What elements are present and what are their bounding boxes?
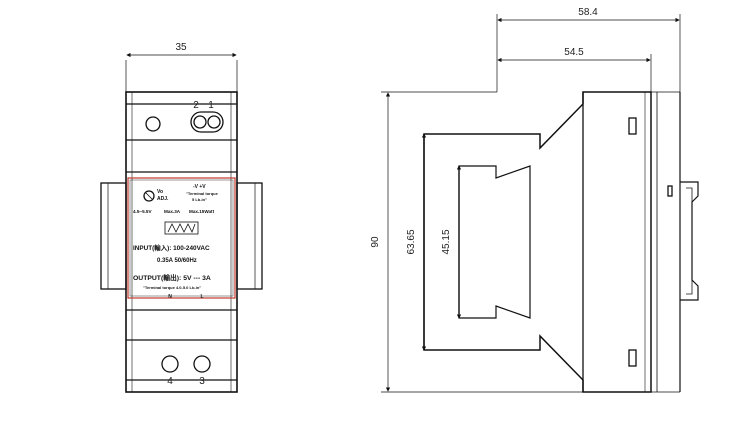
front-width-dim: 35: [175, 42, 187, 53]
torque-note-2: 5 Lb-in": [192, 197, 207, 202]
max-current-text: Max.3A: [164, 209, 181, 214]
side-view: 58.4 54.5 90 63.65 45.15: [370, 7, 699, 393]
vent-slot-top: [628, 117, 637, 135]
side-inner-step: [458, 165, 531, 319]
dim-inner-height: 45.15: [441, 229, 452, 254]
vo-range-text: 4.5~5.5V: [133, 209, 152, 214]
clip-latch: [667, 185, 673, 197]
torque-note-1: "Terminal torque: [186, 191, 219, 196]
brand-logo: [164, 221, 199, 235]
front-view: 35 2 1 4 3: [100, 42, 263, 393]
terminal-4-screw: [161, 355, 179, 373]
din-rail-left: [100, 182, 127, 290]
l-label: L: [200, 294, 203, 300]
dim-height: 90: [370, 236, 381, 248]
terminal-number-1: 1: [208, 100, 214, 111]
dim-overall-width: 58.4: [578, 7, 598, 18]
vent-slot-bottom: [628, 349, 637, 367]
terminal-number-3: 3: [199, 376, 205, 387]
max-power-text: Max.15Watt: [189, 209, 215, 214]
side-profile-outline: [423, 91, 652, 393]
input-rating-line: INPUT(輸入): 100-240VAC: [133, 243, 210, 252]
top-terminal-pair: [190, 111, 224, 133]
adj-text-1: Vo: [157, 189, 163, 195]
terminal-number-4: 4: [167, 376, 173, 387]
input-current-line: 0.35A 50/60Hz: [157, 258, 197, 264]
din-clip: [680, 181, 699, 301]
terminal-number-2: 2: [193, 100, 199, 111]
dim-mid-height: 63.65: [406, 229, 417, 254]
din-rail-right: [236, 182, 263, 290]
adj-text-2: ADJ.: [157, 196, 169, 202]
terminal-3-screw: [193, 355, 211, 373]
output-rating-line: OUTPUT(輸出): 5V --- 3A: [133, 273, 211, 282]
n-label: N: [168, 294, 172, 300]
dim-body-width: 54.5: [564, 47, 584, 58]
polarity-text: -V +V: [193, 184, 206, 190]
output-torque-note: "Terminal torque 4.0-5.0 Lb-in": [143, 285, 201, 290]
vo-adj-potentiometer: [143, 190, 155, 202]
product-label: [127, 177, 236, 299]
front-body: [125, 91, 238, 393]
top-hole: [145, 116, 161, 132]
label-text: Vo ADJ. -V +V "Terminal torque 5 Lb-in" …: [133, 184, 219, 300]
